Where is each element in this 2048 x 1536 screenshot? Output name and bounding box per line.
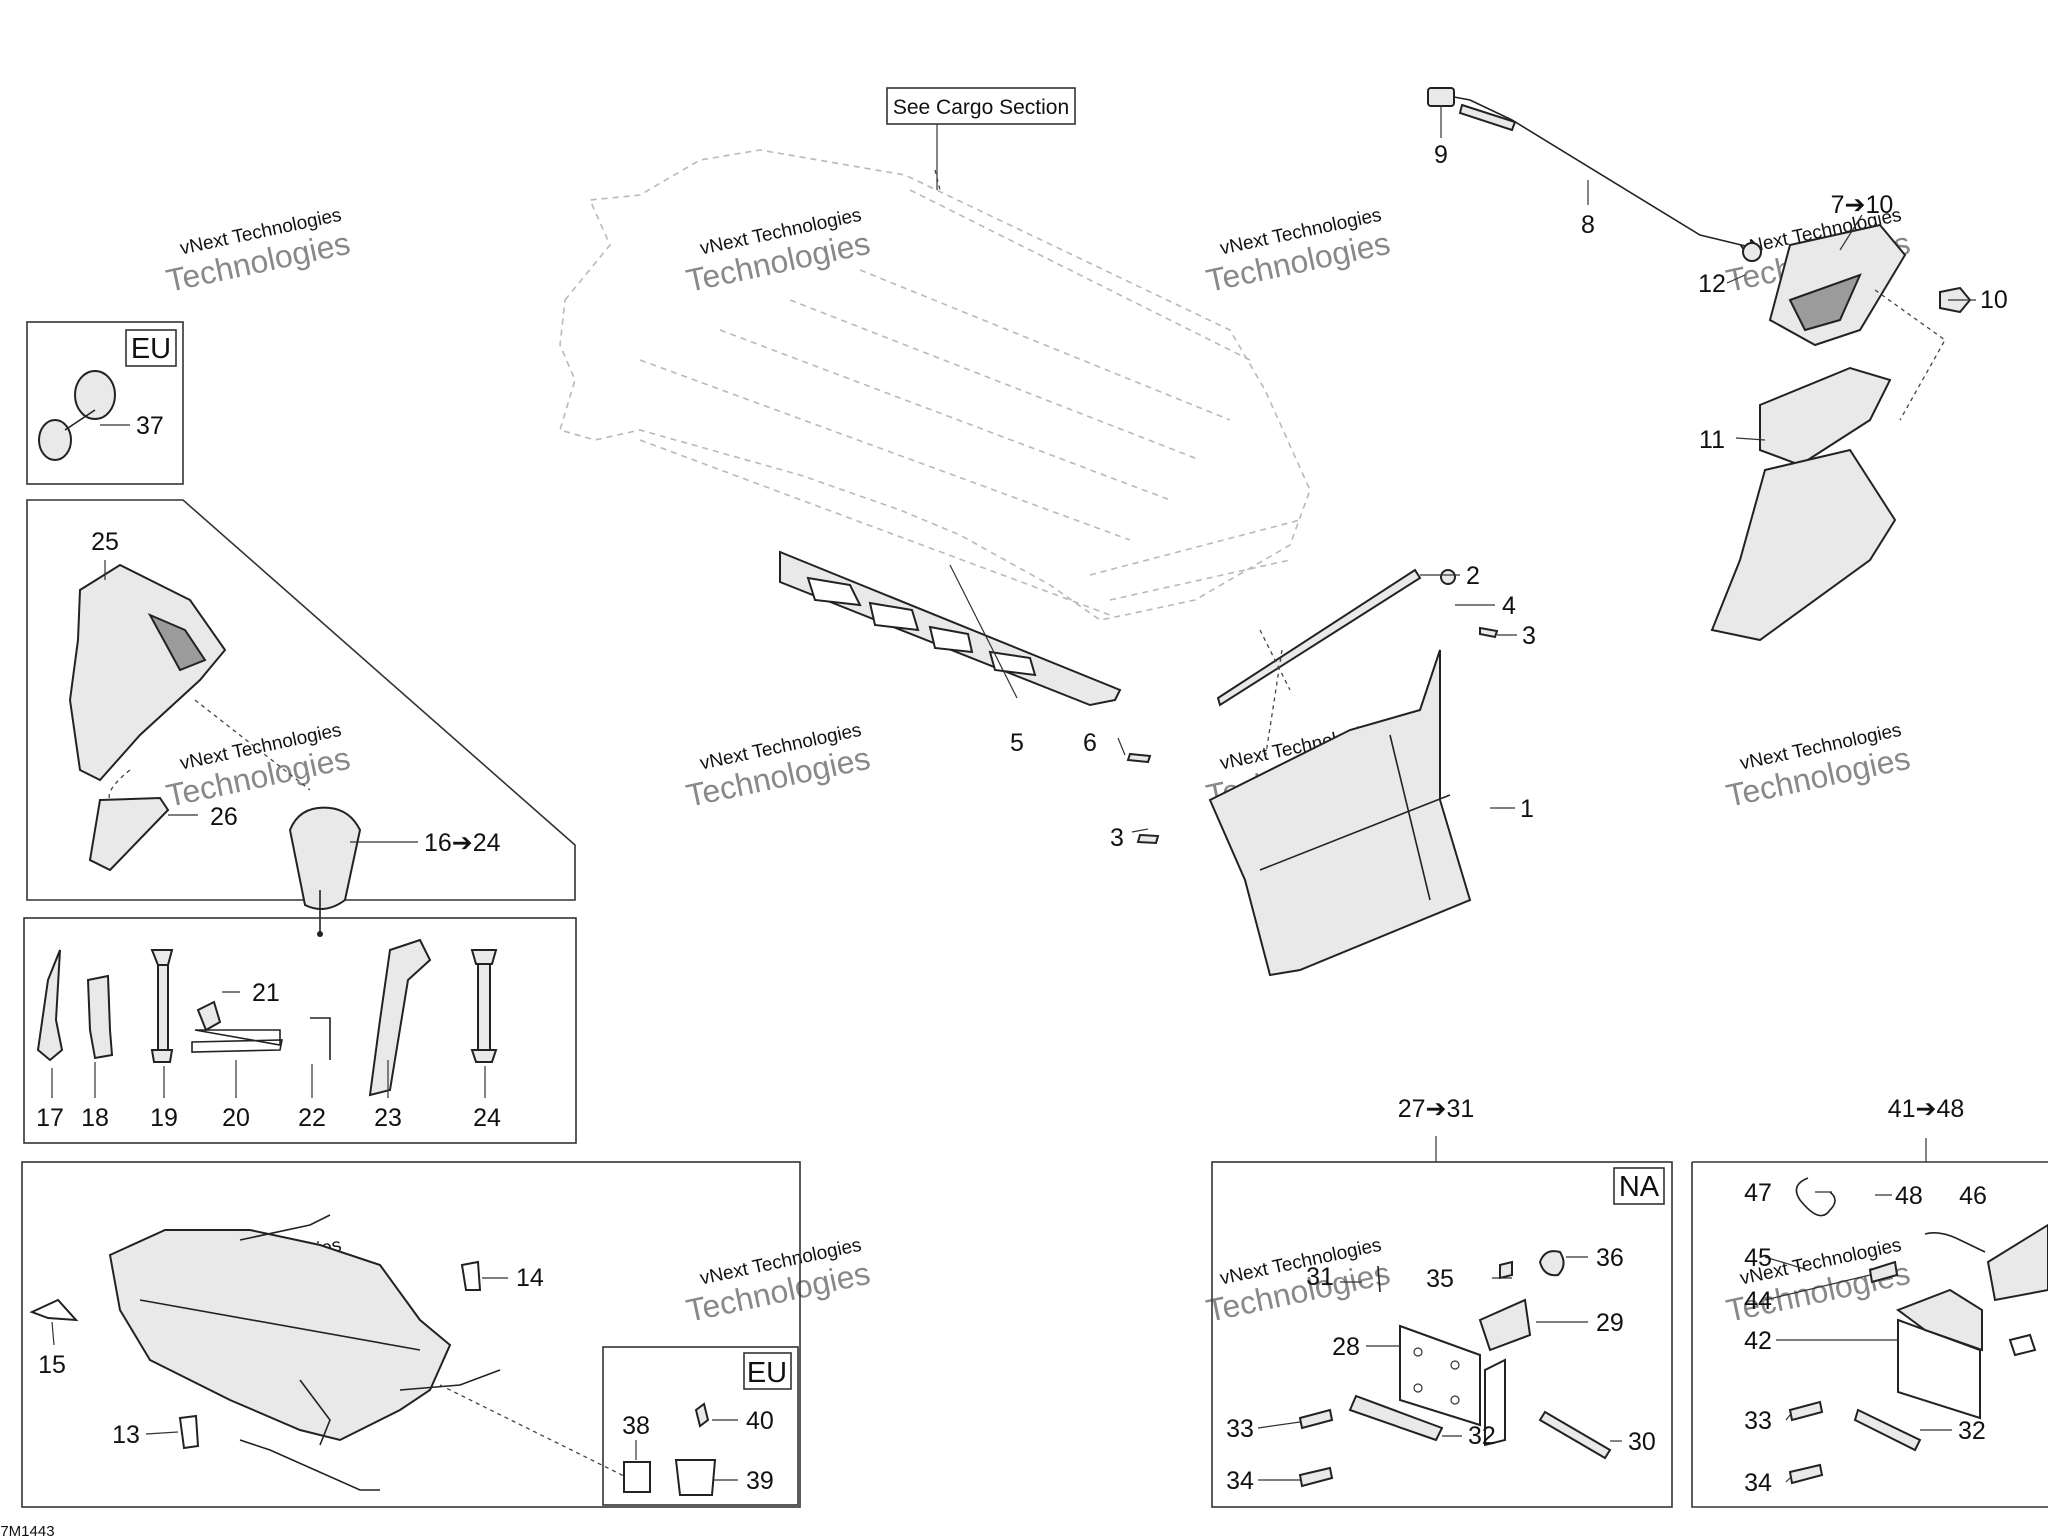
callout-44: 44 [1744, 1287, 1772, 1315]
callout-25: 25 [91, 528, 119, 556]
vehicle-decals-box: EU [21, 1161, 801, 1508]
callout-20: 20 [222, 1104, 250, 1132]
callout-11: 11 [1699, 426, 1725, 454]
callout-9: 9 [1434, 141, 1448, 169]
callout-39: 39 [746, 1467, 774, 1495]
watermark: vNext Technologies Technologies [683, 205, 873, 299]
tools-box [23, 917, 577, 1144]
callout-7-to-10: 7➔10 [1831, 191, 1894, 219]
watermark: vNext Technologies Technologies [683, 1235, 873, 1329]
callout-26: 26 [210, 803, 238, 831]
callout-13: 13 [112, 1421, 140, 1449]
cargo-rack-ghost [559, 149, 1311, 621]
watermark: vNext Technologies Technologies [163, 205, 353, 299]
callout-16-to-24: 16➔24 [424, 829, 501, 857]
callout-48: 48 [1895, 1182, 1923, 1210]
callout-15: 15 [38, 1351, 66, 1379]
callouts: 9 8 7➔10 10 12 11 2 4 3 3 5 6 1 37 25 26… [36, 141, 2008, 1497]
callout-17: 17 [36, 1104, 64, 1132]
watermark: vNext Technologies Technologies [1203, 205, 1393, 299]
callout-32-na: 32 [1468, 1422, 1496, 1450]
callout-31: 31 [1306, 1263, 1334, 1291]
callout-38: 38 [622, 1412, 650, 1440]
callout-34-hitch: 34 [1744, 1469, 1772, 1497]
watermark: vNext Technologies Technologies [163, 720, 353, 814]
see-cargo-section-box: See Cargo Section [886, 87, 1076, 190]
callout-33-na: 33 [1226, 1415, 1254, 1443]
na-plate-box: NA [1211, 1161, 1673, 1508]
callout-3-top: 3 [1522, 622, 1536, 650]
callout-6: 6 [1083, 729, 1097, 757]
callout-21: 21 [252, 979, 280, 1007]
callout-5: 5 [1010, 729, 1024, 757]
callout-36: 36 [1596, 1244, 1624, 1272]
leader-lines [51, 105, 1976, 1483]
watermarks: vNext Technologies Technologies vNext Te… [163, 205, 1913, 1329]
figure-code: 37M1443 [0, 1523, 55, 1536]
callout-18: 18 [81, 1104, 109, 1132]
callout-42: 42 [1744, 1327, 1772, 1355]
tool-bag-box [26, 499, 576, 937]
callout-35: 35 [1426, 1265, 1454, 1293]
callout-24: 24 [473, 1104, 501, 1132]
eu-mirror-box: EU [26, 321, 184, 485]
callout-22: 22 [298, 1104, 326, 1132]
callout-23: 23 [374, 1104, 402, 1132]
callout-46: 46 [1959, 1182, 1987, 1210]
callout-4: 4 [1502, 592, 1516, 620]
callout-12: 12 [1698, 270, 1726, 298]
snow-flap-assembly [779, 550, 1499, 977]
watermark: vNext Technologies Technologies [1203, 1235, 1393, 1329]
callout-37: 37 [136, 412, 164, 440]
callout-29: 29 [1596, 1309, 1624, 1337]
callout-2: 2 [1466, 562, 1480, 590]
watermark: vNext Technologies Technologies [1723, 720, 1913, 814]
callout-41-to-48: 41➔48 [1888, 1095, 1965, 1123]
callout-27-to-31: 27➔31 [1398, 1095, 1475, 1123]
watermark: vNext Technologies Technologies [683, 720, 873, 814]
callout-19: 19 [150, 1104, 178, 1132]
callout-33-hitch: 33 [1744, 1407, 1772, 1435]
see-cargo-section-label: See Cargo Section [893, 96, 1069, 119]
callout-8: 8 [1581, 211, 1595, 239]
callout-34-na: 34 [1226, 1467, 1254, 1495]
callout-45: 45 [1744, 1244, 1772, 1272]
callout-3-bottom: 3 [1110, 824, 1124, 852]
callout-1: 1 [1520, 795, 1534, 823]
region-tag-eu: EU [131, 333, 171, 365]
callout-32-hitch: 32 [1958, 1417, 1986, 1445]
callout-28: 28 [1332, 1333, 1360, 1361]
callout-47: 47 [1744, 1179, 1772, 1207]
callout-40: 40 [746, 1407, 774, 1435]
region-tag-na: NA [1619, 1171, 1660, 1203]
hitch-box [1691, 1161, 2048, 1508]
taillight-assembly [1427, 87, 1972, 642]
callout-14: 14 [516, 1264, 544, 1292]
callout-10: 10 [1980, 286, 2008, 314]
region-tag-eu-decal: EU [747, 1357, 787, 1389]
callout-30: 30 [1628, 1428, 1656, 1456]
